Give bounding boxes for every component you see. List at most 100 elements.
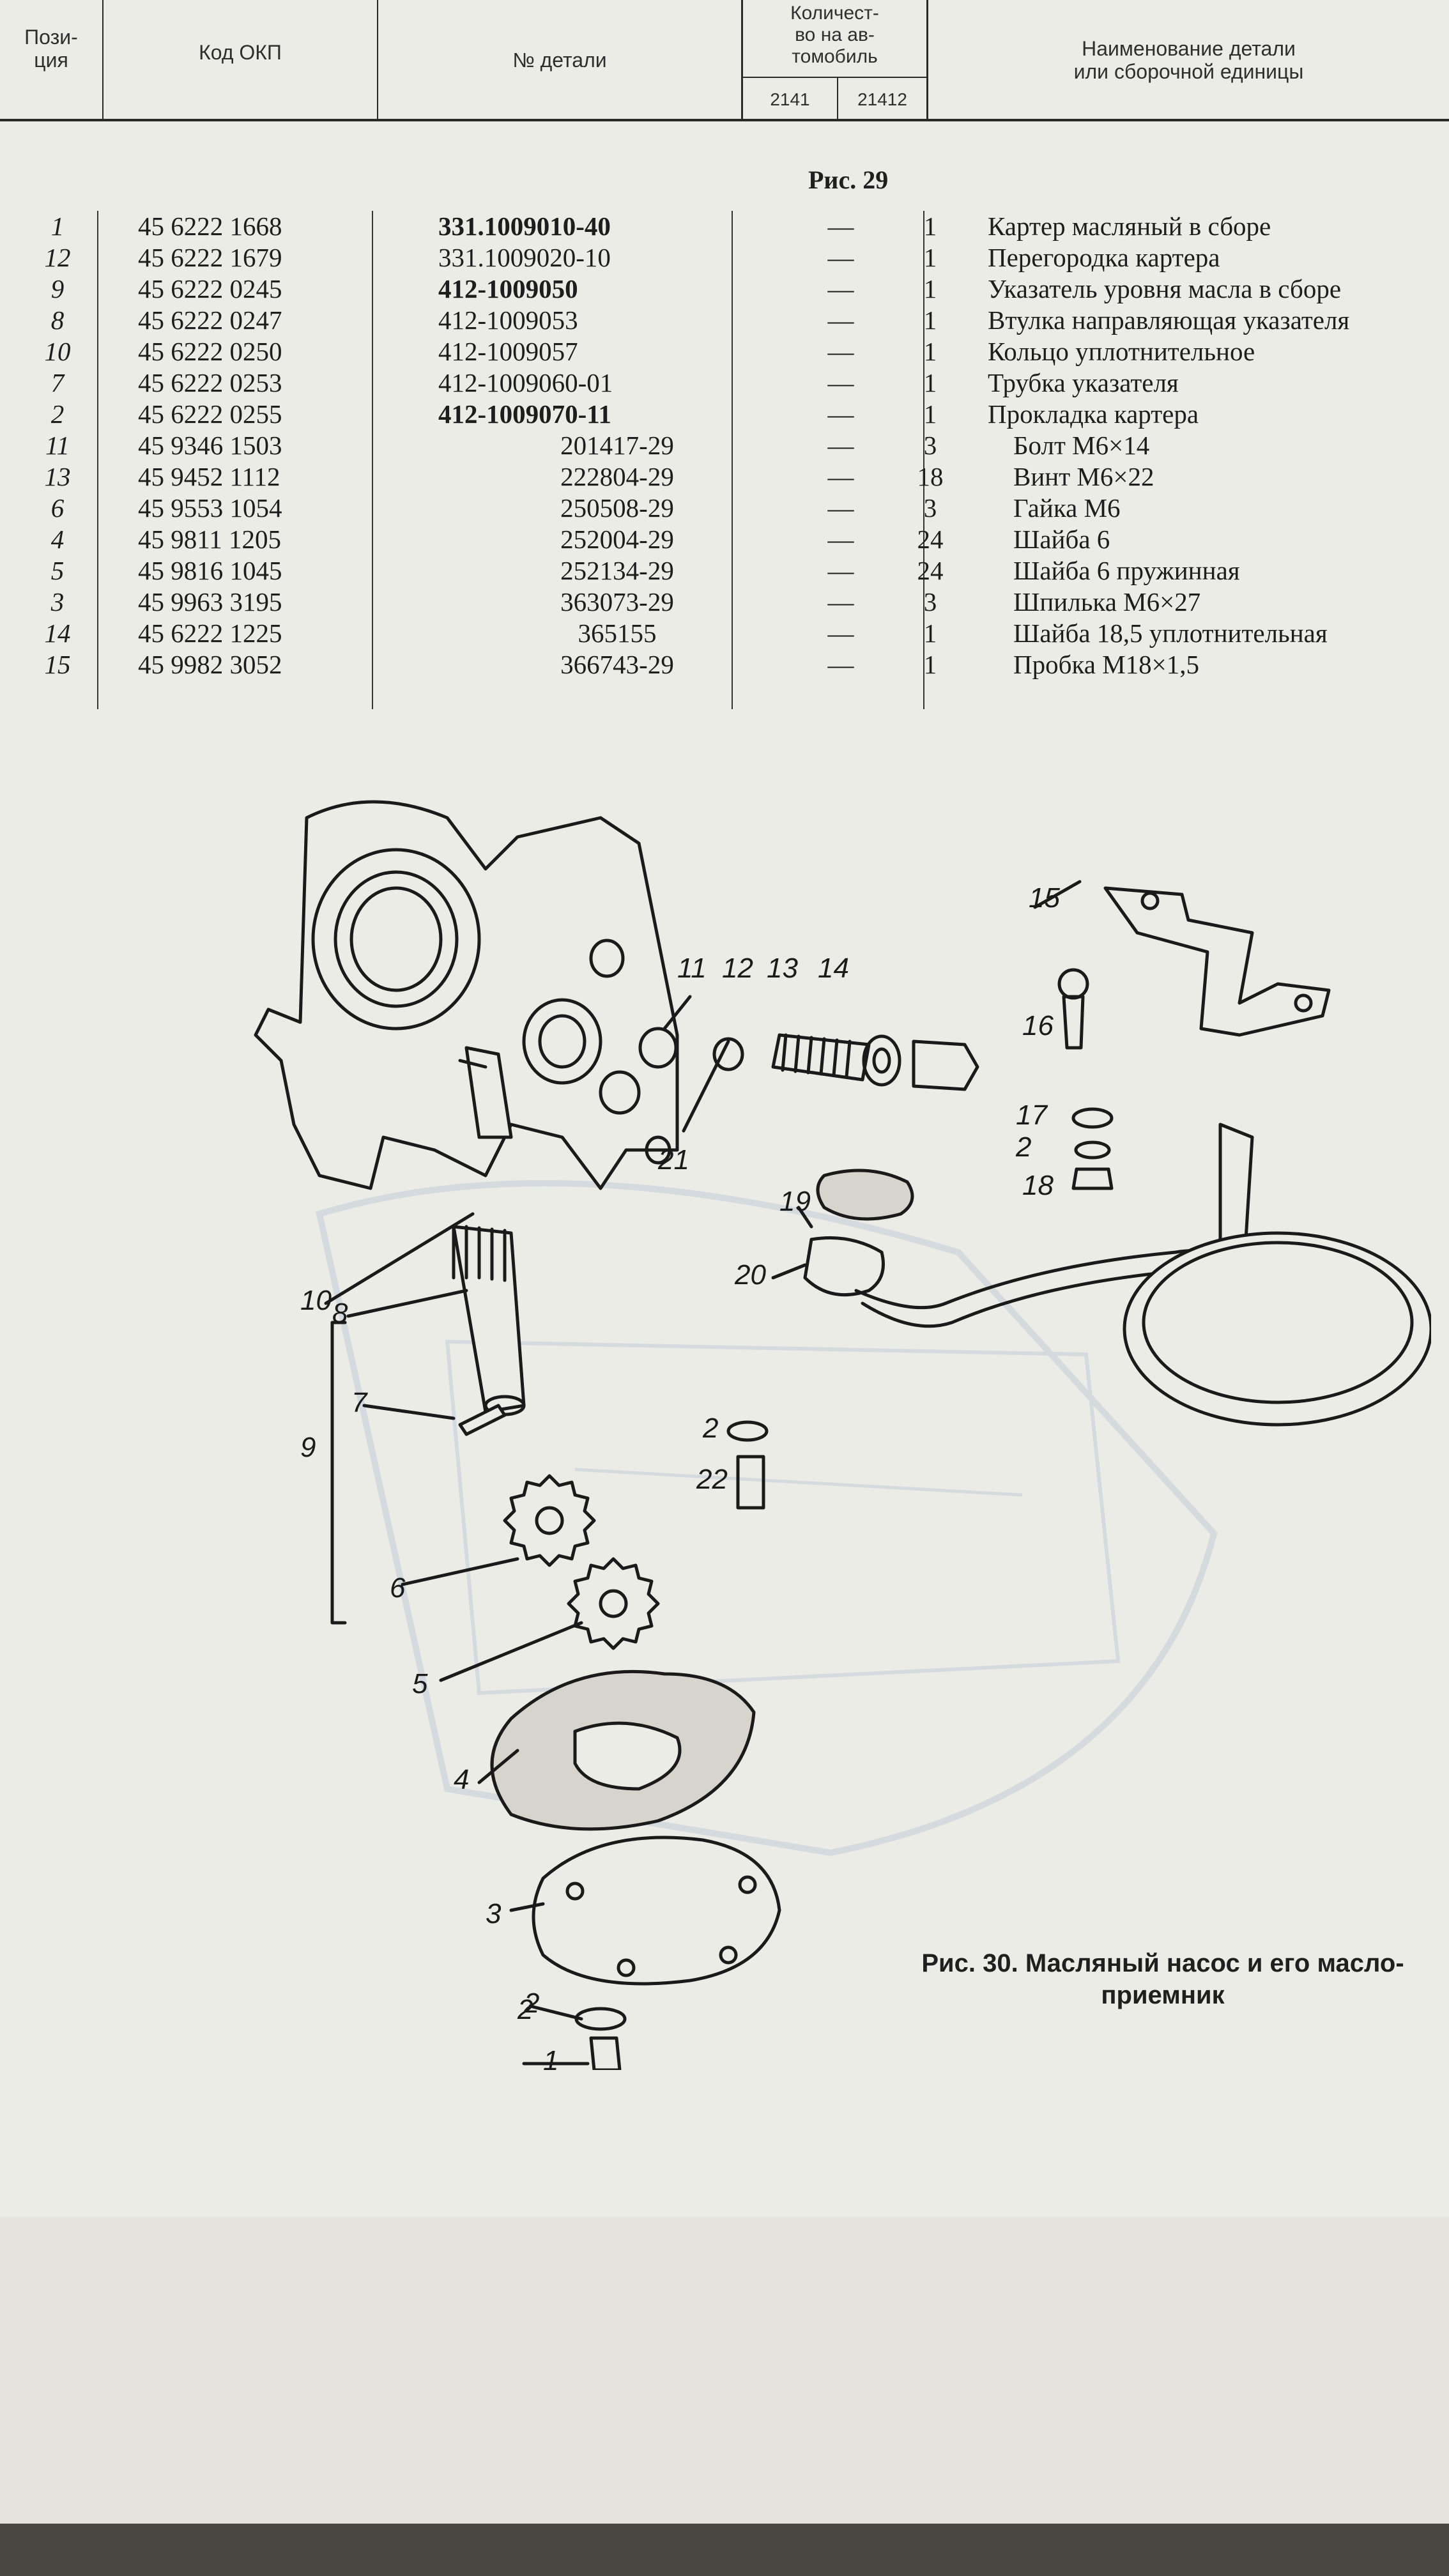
part-number-cell: 363073-29 (560, 587, 674, 617)
part-name-cell: Втулка направляющая указателя (988, 305, 1350, 335)
qty-2141-cell: — (827, 337, 854, 366)
okp-code-cell: 45 6222 0255 (138, 399, 282, 429)
part-name-cell: Шайба 6 (1013, 525, 1110, 554)
okp-code-cell: 45 9982 3052 (138, 650, 282, 679)
qty-21412-cell: 1 (923, 211, 937, 241)
okp-code-cell: 45 9553 1054 (138, 493, 282, 523)
header-divider (741, 0, 743, 121)
page-bottom-margin (0, 2217, 1449, 2524)
part-number-cell: 250508-29 (560, 493, 674, 523)
callout-label: 1 (543, 2045, 558, 2070)
qty-2141-cell: — (827, 399, 854, 429)
qty-2141-cell: — (827, 368, 854, 397)
header-divider (102, 0, 103, 119)
position-cell: 4 (50, 525, 65, 554)
column-rule (732, 211, 733, 709)
callout-label: 12 (722, 953, 753, 984)
okp-code-cell: 45 9963 3195 (138, 587, 282, 617)
header-bottom-rule (0, 119, 1449, 121)
part-number-cell: 331.1009020-10 (438, 243, 611, 272)
part-name-cell: Перегородка картера (988, 243, 1220, 272)
callout-label: 3 (486, 1898, 502, 1929)
callout-label: 22 (696, 1464, 728, 1495)
callout-label: 7 (351, 1387, 368, 1418)
qty-2141-cell: — (827, 274, 854, 303)
callout-label: 15 (1029, 882, 1060, 914)
qty-2141-cell: — (827, 556, 854, 585)
qty-2141-cell: — (827, 525, 854, 554)
callout-label: 13 (767, 953, 798, 984)
qty-2141-cell: — (827, 618, 854, 648)
part-number-cell: 331.1009010-40 (438, 211, 611, 241)
part-name-cell: Картер масляный в сборе (988, 211, 1271, 241)
callout-label: 8 (332, 1298, 348, 1329)
part-number-cell: 252134-29 (560, 556, 674, 585)
part-name-cell: Болт М6×14 (1013, 431, 1150, 460)
callout-label: 2 (702, 1413, 718, 1444)
qty-2141-cell: — (827, 243, 854, 272)
callout-label: 16 (1022, 1010, 1054, 1041)
okp-code-cell: 45 6222 0245 (138, 274, 282, 303)
figure-29-title: Рис. 29 (808, 165, 889, 194)
part-name-cell: Шайба 6 пружинная (1013, 556, 1240, 585)
qty-21412-cell: 3 (923, 493, 937, 523)
position-cell: 11 (45, 431, 70, 460)
qty-2141-cell: — (827, 211, 854, 241)
column-header-position: Пози- ция (24, 26, 78, 72)
figure-30-caption: Рис. 30. Масляный насос и его масло- при… (921, 1949, 1404, 2009)
qty-21412-cell: 1 (923, 337, 937, 366)
okp-code-cell: 45 9811 1205 (138, 525, 281, 554)
column-rule (372, 211, 373, 709)
callout-label: 19 (779, 1186, 811, 1217)
column-header-qty-21412: 21412 (857, 89, 907, 109)
okp-code-cell: 45 6222 1225 (138, 618, 282, 648)
qty-21412-cell: 18 (917, 462, 944, 491)
position-cell: 14 (44, 618, 71, 648)
qty-2141-cell: — (827, 650, 854, 679)
okp-code-cell: 45 6222 0247 (138, 305, 282, 335)
position-cell: 9 (50, 274, 65, 303)
callout-label: 6 (390, 1572, 406, 1604)
part-number-cell: 412-1009053 (438, 305, 578, 335)
column-rule (97, 211, 98, 709)
callout-label: 5 (412, 1668, 428, 1699)
qty-21412-cell: 1 (923, 274, 937, 303)
position-cell: 13 (44, 462, 71, 491)
header-divider (377, 0, 378, 119)
position-cell: 2 (50, 399, 65, 429)
column-header-name: Наименование детали или сборочной единиц… (1073, 37, 1304, 83)
part-name-cell: Трубка указателя (988, 368, 1179, 397)
okp-code-cell: 45 6222 1679 (138, 243, 282, 272)
part-name-cell: Пробка М18×1,5 (1013, 650, 1200, 679)
callout-label: 2 (523, 1988, 539, 2019)
qty-2141-cell: — (827, 493, 854, 523)
part-number-cell: 201417-29 (560, 431, 674, 460)
qty-21412-cell: 3 (923, 431, 937, 460)
part-number-cell: 252004-29 (560, 525, 674, 554)
position-cell: 15 (44, 650, 71, 679)
column-rule (923, 211, 924, 709)
okp-code-cell: 45 9346 1503 (138, 431, 282, 460)
callout-label: 2 (517, 1994, 533, 2025)
okp-code-cell: 45 6222 0250 (138, 337, 282, 366)
okp-code-cell: 45 9816 1045 (138, 556, 282, 585)
part-number-cell: 365155 (578, 618, 657, 648)
qty-2141-cell: — (827, 431, 854, 460)
header-divider (837, 77, 838, 121)
qty-2141-cell: — (827, 305, 854, 335)
header-divider (741, 77, 926, 78)
okp-code-cell: 45 6222 0253 (138, 368, 282, 397)
column-header-quantity: Количест- во на ав- томобиль (790, 3, 879, 67)
part-number-cell: 366743-29 (560, 650, 674, 679)
qty-21412-cell: 1 (923, 243, 937, 272)
qty-21412-cell: 1 (923, 305, 937, 335)
